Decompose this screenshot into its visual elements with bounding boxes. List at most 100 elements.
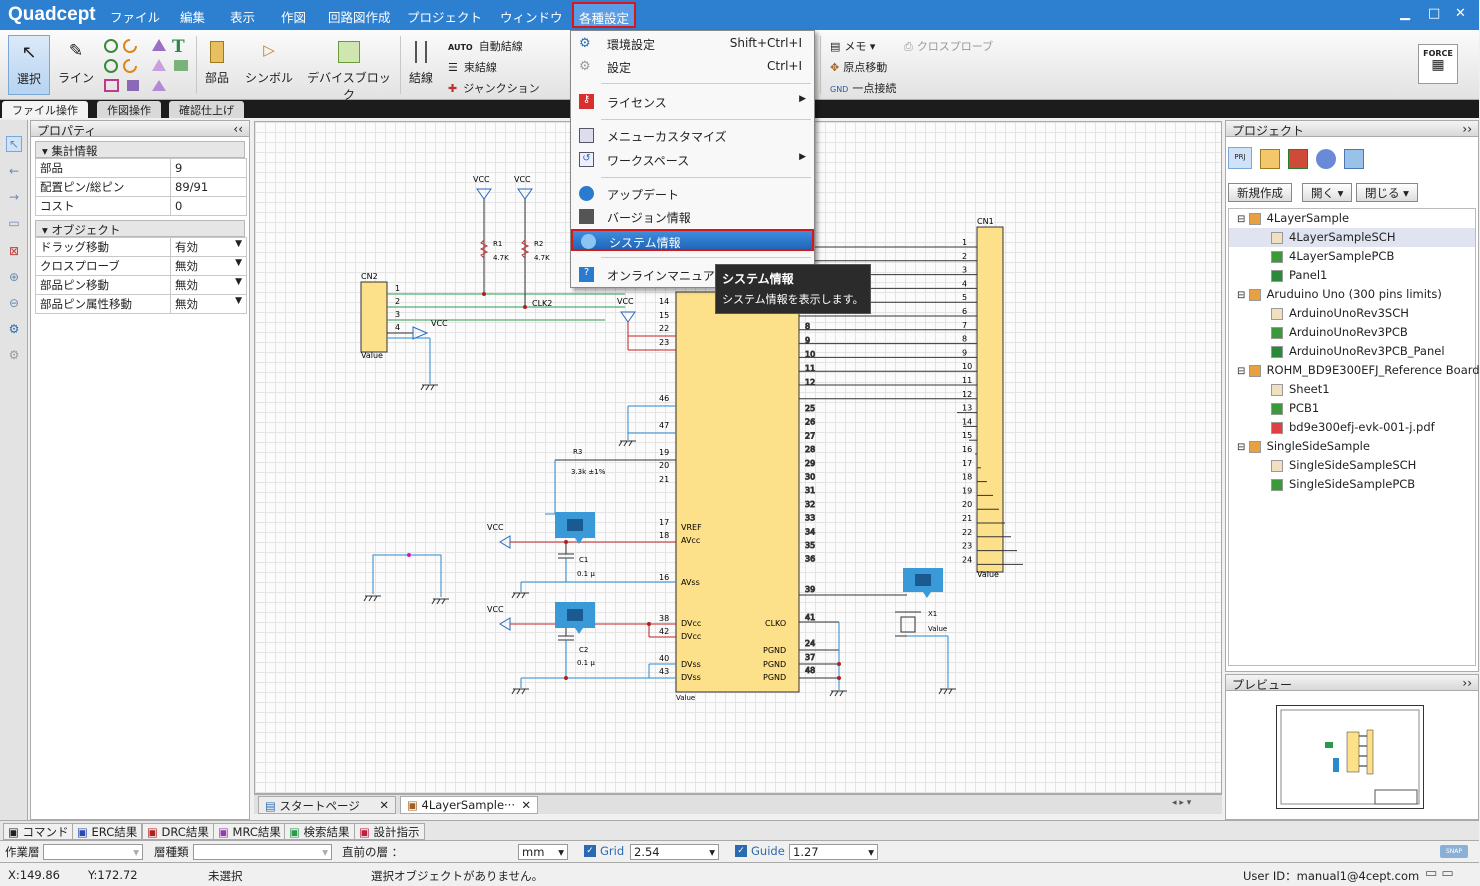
summary-header[interactable]: ▾ 集計情報: [35, 141, 245, 158]
preview-thumbnail[interactable]: [1276, 705, 1424, 809]
junction-button[interactable]: ✚ジャンクション: [448, 80, 540, 96]
menu-view[interactable]: 表示: [230, 10, 256, 25]
tab-search-results[interactable]: ▣ 検索結果: [284, 823, 355, 840]
tab-file-ops[interactable]: ファイル操作: [2, 101, 88, 118]
grid-view-icon[interactable]: [1344, 149, 1364, 169]
cross-probe-button[interactable]: ⎙クロスプローブ: [904, 38, 993, 54]
forward-icon[interactable]: →: [8, 190, 20, 204]
menu-project[interactable]: プロジェクト: [407, 10, 483, 25]
tree-item[interactable]: SingleSideSamplePCB: [1229, 475, 1475, 494]
close-project-button[interactable]: 閉じる ▾: [1356, 183, 1418, 202]
work-layer-select[interactable]: ▾: [43, 844, 143, 860]
monitor-icon[interactable]: ▭ ▭: [1425, 866, 1454, 881]
menu-system-info[interactable]: システム情報: [571, 229, 814, 251]
tree-item[interactable]: SingleSideSampleSCH: [1229, 456, 1475, 475]
tree-item[interactable]: ⊟ 4LayerSample: [1229, 209, 1475, 228]
tab-erc-results[interactable]: ▣ ERC結果: [72, 823, 143, 840]
tree-item[interactable]: bd9e300efj-evk-001-j.pdf: [1229, 418, 1475, 437]
tab-start-page[interactable]: ▤ スタートページ✕: [258, 796, 396, 814]
prj-icon[interactable]: PRJ: [1228, 147, 1252, 169]
tree-toggle-icon[interactable]: ⊟: [1237, 442, 1249, 453]
menu-draw[interactable]: 作図: [281, 10, 307, 25]
menu-edit[interactable]: 編集: [180, 10, 206, 25]
menu-version[interactable]: バージョン情報: [571, 206, 814, 228]
open-project-button[interactable]: 開く ▾: [1302, 183, 1353, 202]
scroll-arrows-icon[interactable]: ◂ ▸ ▾: [1172, 798, 1192, 808]
menu-file[interactable]: ファイル: [110, 10, 161, 25]
tree-item[interactable]: Panel1: [1229, 266, 1475, 285]
collapse-icon[interactable]: ››: [1462, 122, 1472, 136]
layer-type-select[interactable]: ▾: [193, 844, 332, 860]
tab-command[interactable]: ▣ コマンド: [3, 823, 74, 840]
back-icon[interactable]: ←: [8, 164, 20, 178]
object-header[interactable]: ▾ オブジェクト: [35, 220, 245, 237]
tree-item[interactable]: ⊟ SingleSideSample: [1229, 437, 1475, 456]
force-button[interactable]: FORCE▦: [1418, 44, 1458, 84]
select-button[interactable]: ↖選択: [8, 35, 50, 95]
object-row-select[interactable]: 有効▼: [170, 237, 247, 257]
tree-item[interactable]: PCB1: [1229, 399, 1475, 418]
minimize-icon[interactable]: ▁: [1400, 6, 1410, 21]
object-row-select[interactable]: 無効▼: [170, 275, 247, 295]
tab-check-finish[interactable]: 確認仕上げ: [169, 101, 244, 118]
gear-icon[interactable]: ⚙: [8, 322, 20, 336]
menu-window[interactable]: ウィンドウ: [500, 10, 563, 25]
tree-item[interactable]: 4LayerSamplePCB: [1229, 247, 1475, 266]
tree-toggle-icon[interactable]: ⊟: [1237, 290, 1249, 301]
select-tool-icon[interactable]: ↖: [6, 136, 22, 152]
tab-drc-results[interactable]: ▣ DRC結果: [142, 823, 214, 840]
memo-button[interactable]: ▤メモ ▾: [830, 40, 876, 53]
layers-icon[interactable]: [1288, 149, 1308, 169]
draw-shapes-group[interactable]: T: [102, 36, 192, 94]
menu-workspace[interactable]: ↺ワークスペース▶: [571, 149, 814, 171]
grid-checkbox[interactable]: ✓: [584, 845, 596, 857]
snap-button[interactable]: SNAP: [1440, 845, 1468, 858]
save-icon[interactable]: ▭: [8, 216, 20, 230]
device-block-button[interactable]: デバイスブロック: [302, 41, 396, 103]
tab-close-icon[interactable]: ✕: [521, 798, 531, 812]
grid-select[interactable]: 2.54▾: [630, 844, 719, 860]
zoom-in-icon[interactable]: ⊕: [8, 270, 20, 284]
menu-customize[interactable]: メニューカスタマイズ: [571, 125, 814, 147]
object-row-select[interactable]: 無効▼: [170, 256, 247, 276]
wiring-button[interactable]: 結線: [406, 41, 436, 86]
tree-toggle-icon[interactable]: ⊟: [1237, 214, 1249, 225]
zoom-out-icon[interactable]: ⊖: [8, 296, 20, 310]
guide-select[interactable]: 1.27▾: [789, 844, 878, 860]
notebook-icon[interactable]: [1260, 149, 1280, 169]
origin-move-button[interactable]: ✥原点移動: [830, 59, 887, 75]
guide-checkbox[interactable]: ✓: [735, 845, 747, 857]
collapse-icon[interactable]: ‹‹: [233, 122, 243, 136]
unit-select[interactable]: mm▾: [518, 844, 568, 860]
tree-item[interactable]: ArduinoUnoRev3PCB: [1229, 323, 1475, 342]
new-project-button[interactable]: 新規作成: [1228, 183, 1292, 202]
menu-online-manual[interactable]: ?オンラインマニュアル: [571, 264, 814, 286]
tab-close-icon[interactable]: ✕: [379, 798, 389, 812]
db-icon[interactable]: [1316, 149, 1336, 169]
tab-draw-ops[interactable]: 作図操作: [97, 101, 161, 118]
settings-alt-icon[interactable]: ⚙: [8, 348, 20, 362]
tree-item[interactable]: ⊟ Aruduino Uno (300 pins limits): [1229, 285, 1475, 304]
bundle-button[interactable]: ☰束結線: [448, 59, 497, 75]
menu-schematic[interactable]: 回路図作成: [328, 10, 391, 25]
menu-settings[interactable]: 各種設定: [572, 2, 637, 28]
tree-item[interactable]: 4LayerSampleSCH: [1229, 228, 1475, 247]
symbol-button[interactable]: ▷シンボル: [244, 41, 294, 86]
tab-design-instructions[interactable]: ▣ 設計指示: [354, 823, 425, 840]
tree-item[interactable]: ⊟ ROHM_BD9E300EFJ_Reference Board: [1229, 361, 1480, 380]
zoom-fit-icon[interactable]: ⊠: [8, 244, 20, 258]
tree-item[interactable]: ArduinoUnoRev3PCB_Panel: [1229, 342, 1475, 361]
close-icon[interactable]: ✕: [1455, 6, 1466, 21]
tab-mrc-results[interactable]: ▣ MRC結果: [213, 823, 286, 840]
menu-license[interactable]: ⚷ライセンス▶: [571, 91, 814, 113]
tree-item[interactable]: Sheet1: [1229, 380, 1475, 399]
object-row-select[interactable]: 無効▼: [170, 294, 247, 314]
tree-item[interactable]: ArduinoUnoRev3SCH: [1229, 304, 1475, 323]
line-button[interactable]: ✎ライン: [56, 41, 96, 86]
part-button[interactable]: 部品: [200, 41, 234, 86]
